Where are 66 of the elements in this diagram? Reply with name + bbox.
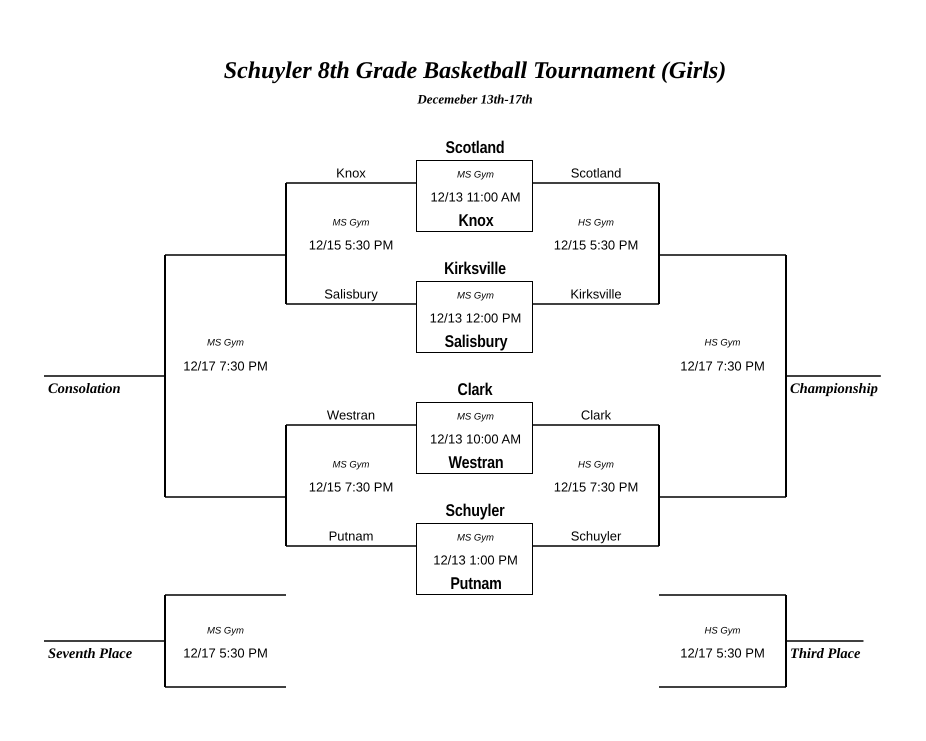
connector-line: [165, 496, 286, 498]
connector-line: [659, 254, 786, 256]
team-name: Putnam: [450, 574, 502, 594]
game-time: 12/13 1:00 PM: [433, 554, 518, 568]
game-time: 12/15 7:30 PM: [554, 480, 638, 496]
team-name: Kirksville: [570, 288, 622, 302]
connector-line: [659, 686, 786, 688]
round-label: Third Place: [786, 642, 864, 663]
venue-label: HS Gym: [704, 338, 740, 350]
connector-line: [786, 640, 864, 642]
connector-line: [286, 182, 416, 184]
venue-label: HS Gym: [704, 626, 740, 638]
venue-label: MS Gym: [457, 534, 494, 544]
team-name: Knox: [336, 166, 366, 182]
venue-label: MS Gym: [207, 626, 244, 638]
team-name: Westran: [326, 408, 376, 424]
team-name: Clark: [457, 380, 492, 400]
connector-line: [533, 545, 659, 547]
connector-line: [44, 375, 165, 377]
connector-line: [286, 303, 416, 305]
title: Schuyler 8th Grade Basketball Tournament (Girls): [224, 58, 726, 86]
game-time: 12/17 5:30 PM: [680, 646, 765, 662]
connector-line: [165, 686, 286, 688]
subtitle: Decemeber 13th-17th: [417, 92, 533, 108]
connector-line: [533, 303, 659, 305]
team-name: Schuyler: [570, 530, 622, 544]
round-label: Seventh Place: [44, 642, 136, 663]
game-time: 12/13 10:00 AM: [430, 432, 522, 448]
game-time: 12/17 7:30 PM: [680, 360, 765, 374]
game-time: 12/17 5:30 PM: [183, 646, 268, 662]
connector-line: [286, 545, 416, 547]
venue-label: MS Gym: [332, 218, 370, 230]
connector-line: [659, 594, 786, 596]
venue-label: MS Gym: [457, 170, 494, 182]
venue-label: MS Gym: [332, 460, 370, 472]
team-name: Knox: [458, 211, 494, 231]
venue-label: MS Gym: [457, 292, 494, 302]
connector-line: [44, 640, 165, 642]
game-time: 12/15 5:30 PM: [554, 238, 638, 254]
game-time: 12/15 5:30 PM: [308, 238, 394, 254]
team-name: Clark: [580, 408, 612, 424]
team-name: Westran: [448, 453, 503, 473]
team-name: Schuyler: [445, 501, 504, 521]
game-time: 12/15 7:30 PM: [308, 480, 394, 496]
connector-line: [165, 594, 286, 596]
round-label: Championship: [786, 377, 881, 398]
connector-line: [286, 424, 416, 426]
venue-label: HS Gym: [578, 218, 614, 230]
team-name: Scotland: [570, 166, 622, 182]
connector-line: [533, 424, 659, 426]
game-time: 12/13 11:00 AM: [430, 190, 521, 206]
team-name: Salisbury: [324, 288, 378, 302]
team-name: Scotland: [445, 138, 504, 158]
team-name: Kirksville: [444, 259, 506, 279]
venue-label: MS Gym: [457, 412, 494, 424]
connector-line: [165, 254, 286, 256]
round-label: Consolation: [44, 377, 124, 398]
team-name: Putnam: [328, 530, 374, 544]
connector-line: [786, 375, 881, 377]
game-time: 12/17 7:30 PM: [183, 360, 268, 374]
connector-line: [533, 182, 659, 184]
team-name: Salisbury: [444, 332, 507, 352]
connector-line: [659, 496, 786, 498]
game-time: 12/13 12:00 PM: [430, 312, 522, 326]
venue-label: MS Gym: [207, 338, 244, 350]
venue-label: HS Gym: [578, 460, 614, 472]
